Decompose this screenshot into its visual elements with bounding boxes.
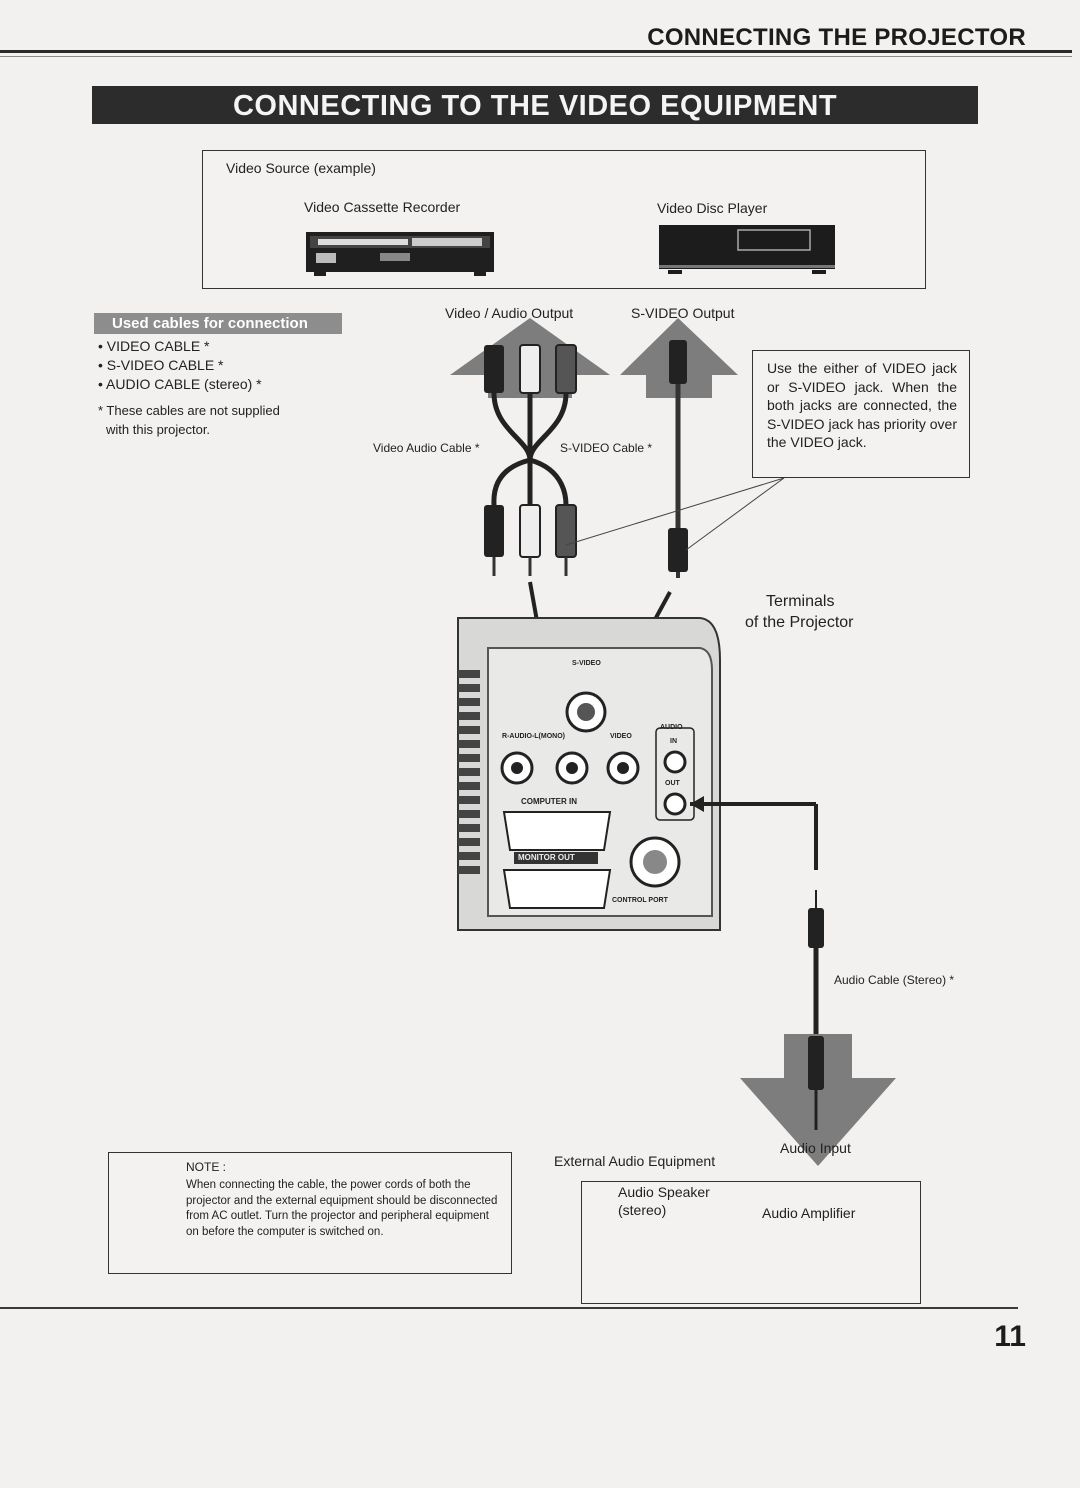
svideo-cable [668,340,688,578]
disc-player-label: Video Disc Player [657,200,768,216]
priority-info-text: Use the either of VIDEO jack or S-VIDEO … [767,360,957,450]
panel-in-label: IN [670,738,677,745]
note-box [108,1152,512,1274]
panel-computer-in-label: COMPUTER IN [521,797,577,806]
panel-svideo-label: S-VIDEO [572,660,601,667]
speaker-label-cont: (stereo) [618,1202,667,1218]
terminals-label-cont: of the Projector [745,614,854,631]
note-text: When connecting the cable, the power cor… [186,1179,498,1238]
terminals-label: Terminals [766,593,835,610]
panel-control-port-label: CONTROL PORT [612,897,668,904]
amplifier-label: Audio Amplifier [762,1205,856,1221]
priority-info-box: Use the either of VIDEO jack or S-VIDEO … [752,350,970,478]
cable-item: • AUDIO CABLE (stereo) * [98,376,262,392]
header-rule [0,50,1072,53]
panel-audio-label: AUDIO [660,724,683,731]
cable-item: • S-VIDEO CABLE * [98,357,224,373]
panel-monitor-out-label: MONITOR OUT [518,853,575,862]
cable-item: • VIDEO CABLE * [98,338,210,354]
vcr-label: Video Cassette Recorder [304,199,461,215]
vcr-icon [306,232,494,276]
disc-player-icon [659,225,835,274]
section-title: CONNECTING THE PROJECTOR [647,24,1026,51]
page-title-banner: CONNECTING TO THE VIDEO EQUIPMENT [92,86,978,124]
external-audio-label: External Audio Equipment [554,1153,716,1169]
panel-out-label: OUT [665,780,680,787]
svideo-output-label: S-VIDEO Output [631,305,735,321]
audio-out-cable [690,796,896,1166]
speaker-label: Audio Speaker [618,1184,710,1200]
av-cable-top [484,344,577,576]
video-source-label: Video Source (example) [226,160,376,176]
audio-cable-label: Audio Cable (Stereo) * [834,973,955,987]
external-equipment-box [581,1181,921,1304]
panel-raudio-label: R-AUDIO-L(MONO) [502,733,565,740]
svideo-cable-label: S-VIDEO Cable * [560,441,653,455]
panel-video-label: VIDEO [610,733,632,740]
note-label: NOTE : [186,1160,227,1174]
av-output-label: Video / Audio Output [445,305,574,321]
projector-panel [457,617,721,931]
video-audio-cable-label: Video Audio Cable * [373,441,480,455]
used-cables-heading: Used cables for connection [94,313,342,334]
footer-rule [0,1307,1018,1309]
header-rule-thin [0,56,1072,57]
page-number: 11 [994,1320,1026,1353]
cables-footnote-cont: with this projector. [106,422,211,437]
audio-input-label: Audio Input [780,1140,851,1156]
cables-footnote: * These cables are not supplied [98,403,280,418]
